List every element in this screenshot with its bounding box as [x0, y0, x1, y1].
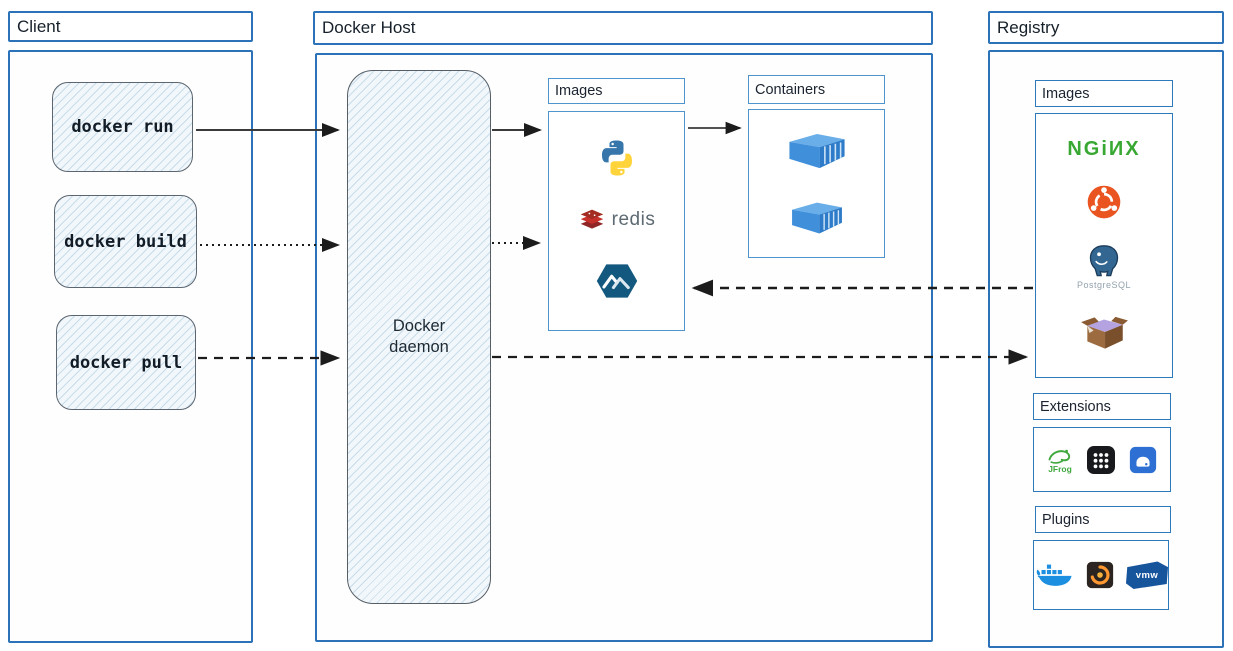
containers-title-label: Containers: [755, 81, 826, 98]
registry-images-title-label: Images: [1042, 85, 1090, 102]
registry-plugins-title: Plugins: [1035, 506, 1171, 533]
vmware-icon: vmw: [1126, 561, 1168, 589]
registry-extensions-title-label: Extensions: [1040, 398, 1111, 415]
container-icon: [788, 133, 845, 169]
registry-section-title: Registry: [988, 11, 1224, 44]
docker-run-node: docker run: [52, 82, 193, 172]
postgresql-label: PostgreSQL: [1076, 280, 1132, 290]
docker-daemon-label: Docker daemon: [389, 316, 449, 356]
docker-daemon-node: Docker daemon: [347, 70, 491, 604]
redis-image-item: redis: [578, 207, 656, 233]
grid-app-icon: [1087, 445, 1115, 474]
host-images-title: Images: [548, 78, 685, 104]
docker-whale-icon: [1036, 564, 1072, 586]
registry-images-box: NGiИX PostgreSQL: [1035, 113, 1173, 378]
docker-pull-node: docker pull: [56, 315, 196, 410]
docker-build-node: docker build: [54, 195, 197, 288]
jfrog-icon: [1048, 449, 1071, 464]
redis-label: redis: [611, 209, 656, 230]
vmware-label: vmw: [1135, 569, 1159, 581]
containers-box: [748, 109, 885, 258]
registry-images-title: Images: [1035, 80, 1173, 107]
registry-title-label: Registry: [997, 17, 1060, 37]
grafana-icon: [1086, 561, 1114, 589]
disk-drive-icon: [1129, 446, 1157, 473]
docker-host-title-label: Docker Host: [322, 18, 416, 37]
docker-pull-label: docker pull: [69, 352, 183, 373]
host-images-box: redis: [548, 111, 685, 331]
client-title-label: Client: [17, 16, 61, 36]
alpine-icon: [596, 264, 637, 298]
docker-host-section-title: Docker Host: [313, 11, 933, 45]
python-icon: [601, 140, 632, 176]
container-icon: [791, 202, 842, 234]
open-box-icon: [1081, 316, 1128, 349]
redis-icon: [580, 209, 603, 229]
jfrog-item: JFrog: [1046, 446, 1074, 474]
docker-build-label: docker build: [64, 231, 187, 252]
docker-run-label: docker run: [71, 117, 174, 137]
client-section-title: Client: [8, 11, 253, 42]
registry-extensions-box: JFrog: [1033, 427, 1171, 492]
registry-plugins-box: vmw: [1033, 540, 1169, 610]
postgresql-item: PostgreSQL: [1077, 243, 1131, 290]
nginx-logo: NGiИX: [1067, 138, 1141, 160]
registry-plugins-title-label: Plugins: [1042, 511, 1090, 528]
host-images-title-label: Images: [555, 83, 603, 99]
jfrog-label: JFrog: [1048, 463, 1072, 474]
registry-extensions-title: Extensions: [1033, 393, 1171, 420]
containers-title: Containers: [748, 75, 885, 104]
postgresql-icon: [1089, 245, 1119, 277]
ubuntu-icon: [1087, 185, 1121, 219]
